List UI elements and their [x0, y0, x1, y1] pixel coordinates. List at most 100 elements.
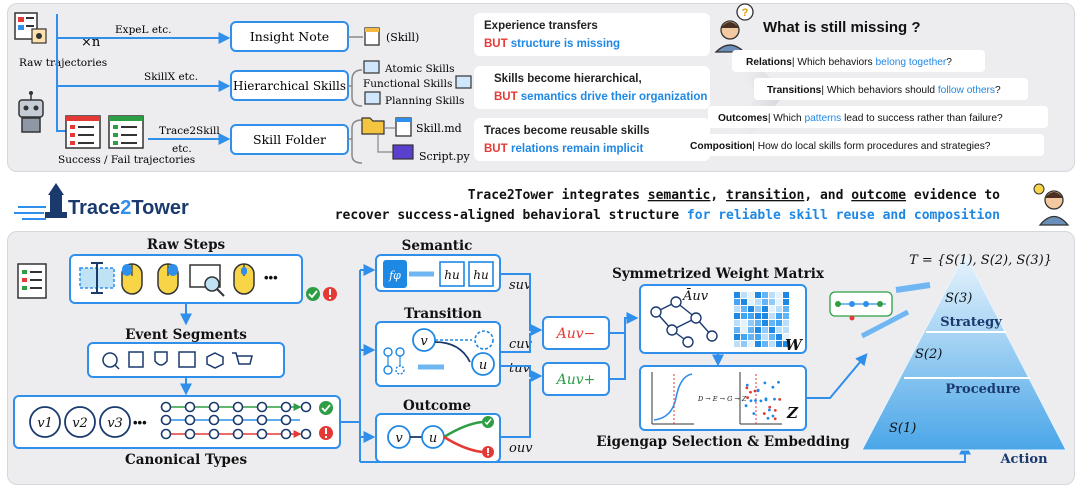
heatmap-cell — [776, 320, 782, 326]
scatter-point — [746, 396, 750, 400]
heatmap-cell — [755, 327, 761, 333]
arrow-c-to-aminus — [500, 333, 531, 353]
heatmap-cell — [748, 334, 754, 340]
heatmap-cell — [734, 327, 740, 333]
chain-failure-icon — [319, 426, 333, 440]
svg-text:fφ: fφ — [388, 269, 401, 282]
heatmap-cell — [748, 327, 754, 333]
arrow-aminus-to-matrix — [609, 312, 639, 334]
scatter-point — [766, 416, 770, 420]
scatter-point — [756, 389, 760, 393]
heatmap-cell — [776, 341, 782, 347]
s3-label: S(3) — [945, 291, 972, 306]
heatmap-cell — [769, 306, 775, 312]
expel-label: ExpeL etc. — [115, 24, 171, 36]
trace2tower-logo-icon — [14, 183, 67, 220]
canonical-type-v1: v1 — [29, 406, 61, 438]
question-relations: Relations| Which behaviors belong togeth… — [732, 50, 985, 72]
weight-heatmap — [734, 292, 789, 347]
heatmap-cell — [769, 313, 775, 319]
heatmap-cell — [734, 334, 740, 340]
tagline-line-2: recover success-aligned behavioral struc… — [335, 208, 1000, 223]
heatmap-cell — [769, 320, 775, 326]
script-py-label: Script.py — [419, 150, 470, 163]
canonical-type-v2: v2 — [64, 406, 96, 438]
question-composition: Composition| How do local skills form pr… — [680, 134, 1044, 156]
outcome-graph: v u — [387, 416, 494, 458]
right-click-mouse-icon — [157, 263, 179, 295]
missing-title: What is still missing ? — [763, 19, 921, 36]
failure-alert-icon — [323, 287, 337, 301]
skill-to-tower-arrow — [860, 309, 910, 339]
heatmap-cell — [776, 313, 782, 319]
canonical-ellipsis: ••• — [133, 415, 147, 430]
folder-icon — [361, 117, 385, 135]
step-log-icon — [17, 263, 47, 299]
heatmap-cell — [776, 306, 782, 312]
arrow-aplus-to-matrix — [609, 333, 626, 380]
heatmap-cell — [734, 299, 740, 305]
scatter-point — [771, 385, 775, 389]
heatmap-cell — [734, 306, 740, 312]
skill-tower — [861, 252, 1067, 451]
heatmap-cell — [734, 313, 740, 319]
scatter-point — [752, 412, 756, 415]
svg-text:v: v — [395, 431, 403, 446]
tower-input-arrow — [895, 282, 931, 293]
a-minus-box: Auv− — [542, 316, 610, 350]
heatmap-cell — [748, 292, 754, 298]
a-plus-box: Auv+ — [542, 362, 610, 396]
logo-text: Trace2Tower — [68, 197, 189, 219]
heatmap-cell — [741, 327, 747, 333]
sym-matrix-title: Symmetrized Weight Matrix — [612, 266, 825, 282]
text-cursor-icon — [79, 262, 115, 294]
canonical-type-v3: v3 — [99, 406, 131, 438]
scatter-point — [754, 399, 757, 402]
trace2skill-etc-label: etc. — [172, 143, 192, 155]
eigengap-plots — [651, 372, 782, 425]
heatmap-cell — [783, 313, 789, 319]
svg-text:u: u — [479, 358, 487, 373]
heatmap-cell — [755, 299, 761, 305]
heatmap-cell — [762, 341, 768, 347]
click-mouse-icon — [121, 263, 143, 295]
heatmap-cell — [769, 327, 775, 333]
heatmap-cell — [762, 292, 768, 298]
scatter-point — [771, 414, 775, 418]
svg-text:hu: hu — [473, 268, 488, 282]
arrow-to-action-level — [360, 442, 971, 463]
heatmap-cell — [783, 306, 789, 312]
heatmap-cell — [769, 341, 775, 347]
svg-text:?: ? — [742, 7, 749, 19]
heatmap-cell — [762, 334, 768, 340]
heatmap-cell — [748, 320, 754, 326]
heatmap-cell — [741, 299, 747, 305]
heatmap-cell — [755, 320, 761, 326]
transition-title: Transition — [404, 306, 482, 322]
transition-box — [375, 321, 501, 387]
connector-hierarchical — [348, 69, 363, 107]
chain-success-icon — [319, 401, 333, 415]
tagline-line-1: Trace2Tower integrates semantic, transit… — [468, 188, 1000, 203]
heatmap-cell — [755, 341, 761, 347]
svg-text:hu: hu — [444, 268, 459, 282]
transition-graph: v u — [383, 328, 495, 376]
question-outcomes: Outcomes| Which patterns lead to success… — [708, 106, 1048, 128]
scatter-point — [749, 399, 753, 403]
s1-label: S(1) — [889, 421, 916, 436]
heatmap-cell — [783, 341, 789, 347]
heatmap-cell — [783, 334, 789, 340]
mapping-label: D → E → G → Z — [697, 395, 747, 403]
book-icons — [363, 60, 472, 105]
markdown-file-icon — [395, 117, 412, 137]
success-check-icon — [306, 287, 320, 301]
heatmap-cell — [762, 306, 768, 312]
connector-folder — [348, 119, 363, 164]
z-label: Z — [786, 404, 799, 422]
scatter-point — [773, 397, 776, 401]
heatmap-cell — [748, 306, 754, 312]
arrow-s-to-aminus — [500, 273, 543, 336]
